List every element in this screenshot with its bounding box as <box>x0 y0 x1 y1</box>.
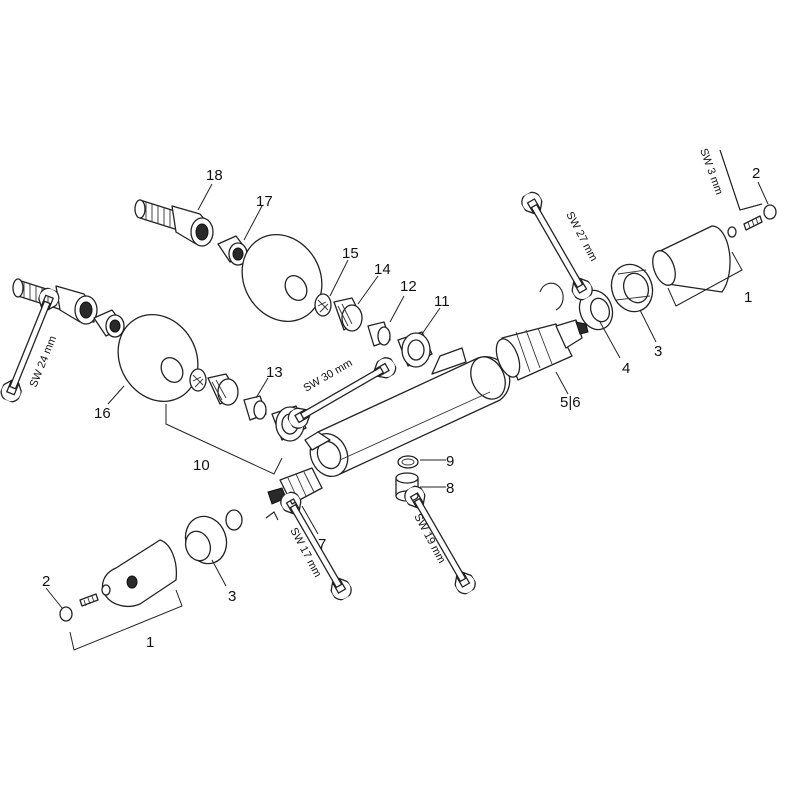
open-end-wrench-icon <box>277 489 355 603</box>
screw-bottom <box>59 584 111 622</box>
wrench-size-27: SW 27 mm <box>563 210 599 264</box>
label-3-bottom: 3 <box>228 588 236 605</box>
label-10: 10 <box>193 457 210 474</box>
screw-top <box>727 204 777 238</box>
label-3-top: 3 <box>654 343 662 360</box>
thermostat-cartridge-5-6 <box>495 319 589 381</box>
label-18: 18 <box>206 167 223 184</box>
label-1-bottom: 1 <box>146 634 154 651</box>
thermostat-body <box>304 347 511 477</box>
nipple-13 <box>243 395 267 421</box>
leader-lines <box>45 181 769 651</box>
label-14: 14 <box>374 261 391 278</box>
upper-s-union-18 <box>134 199 214 247</box>
label-5-6: 5|6 <box>560 394 581 411</box>
label-2-bottom: 2 <box>42 573 50 590</box>
label-12: 12 <box>400 278 417 295</box>
label-4: 4 <box>622 360 630 377</box>
strainer-lower <box>189 368 207 392</box>
check-valve-14 <box>333 297 363 332</box>
label-17: 17 <box>256 193 273 210</box>
handle-cap-bottom <box>101 539 177 608</box>
label-16: 16 <box>94 405 111 422</box>
label-13: 13 <box>266 364 283 381</box>
lower-rosette-16 <box>117 313 199 403</box>
adapter-3-bottom <box>184 509 243 565</box>
label-9: 9 <box>446 453 454 470</box>
label-2-top: 2 <box>752 165 760 182</box>
label-1-top: 1 <box>744 289 752 306</box>
adapter-3-top <box>610 263 654 313</box>
upper-rosette <box>241 233 323 323</box>
check-valve-lower <box>207 373 239 406</box>
nut-17 <box>217 235 249 266</box>
o-ring-9 <box>397 455 419 469</box>
open-end-wrench-icon <box>401 483 479 597</box>
label-15: 15 <box>342 245 359 262</box>
retaining-clip <box>539 282 564 311</box>
strainer-15 <box>314 293 332 317</box>
label-8: 8 <box>446 480 454 497</box>
handle-cap-top <box>652 225 731 293</box>
nipple-12 <box>367 321 391 347</box>
label-11: 11 <box>434 293 450 310</box>
union-nut-11 <box>397 331 433 368</box>
lower-nut <box>93 309 125 338</box>
ring-4 <box>578 289 614 331</box>
hex-key-icon <box>719 149 763 211</box>
label-7: 7 <box>318 536 326 553</box>
wrench-size-3: SW 3 mm <box>697 147 725 196</box>
